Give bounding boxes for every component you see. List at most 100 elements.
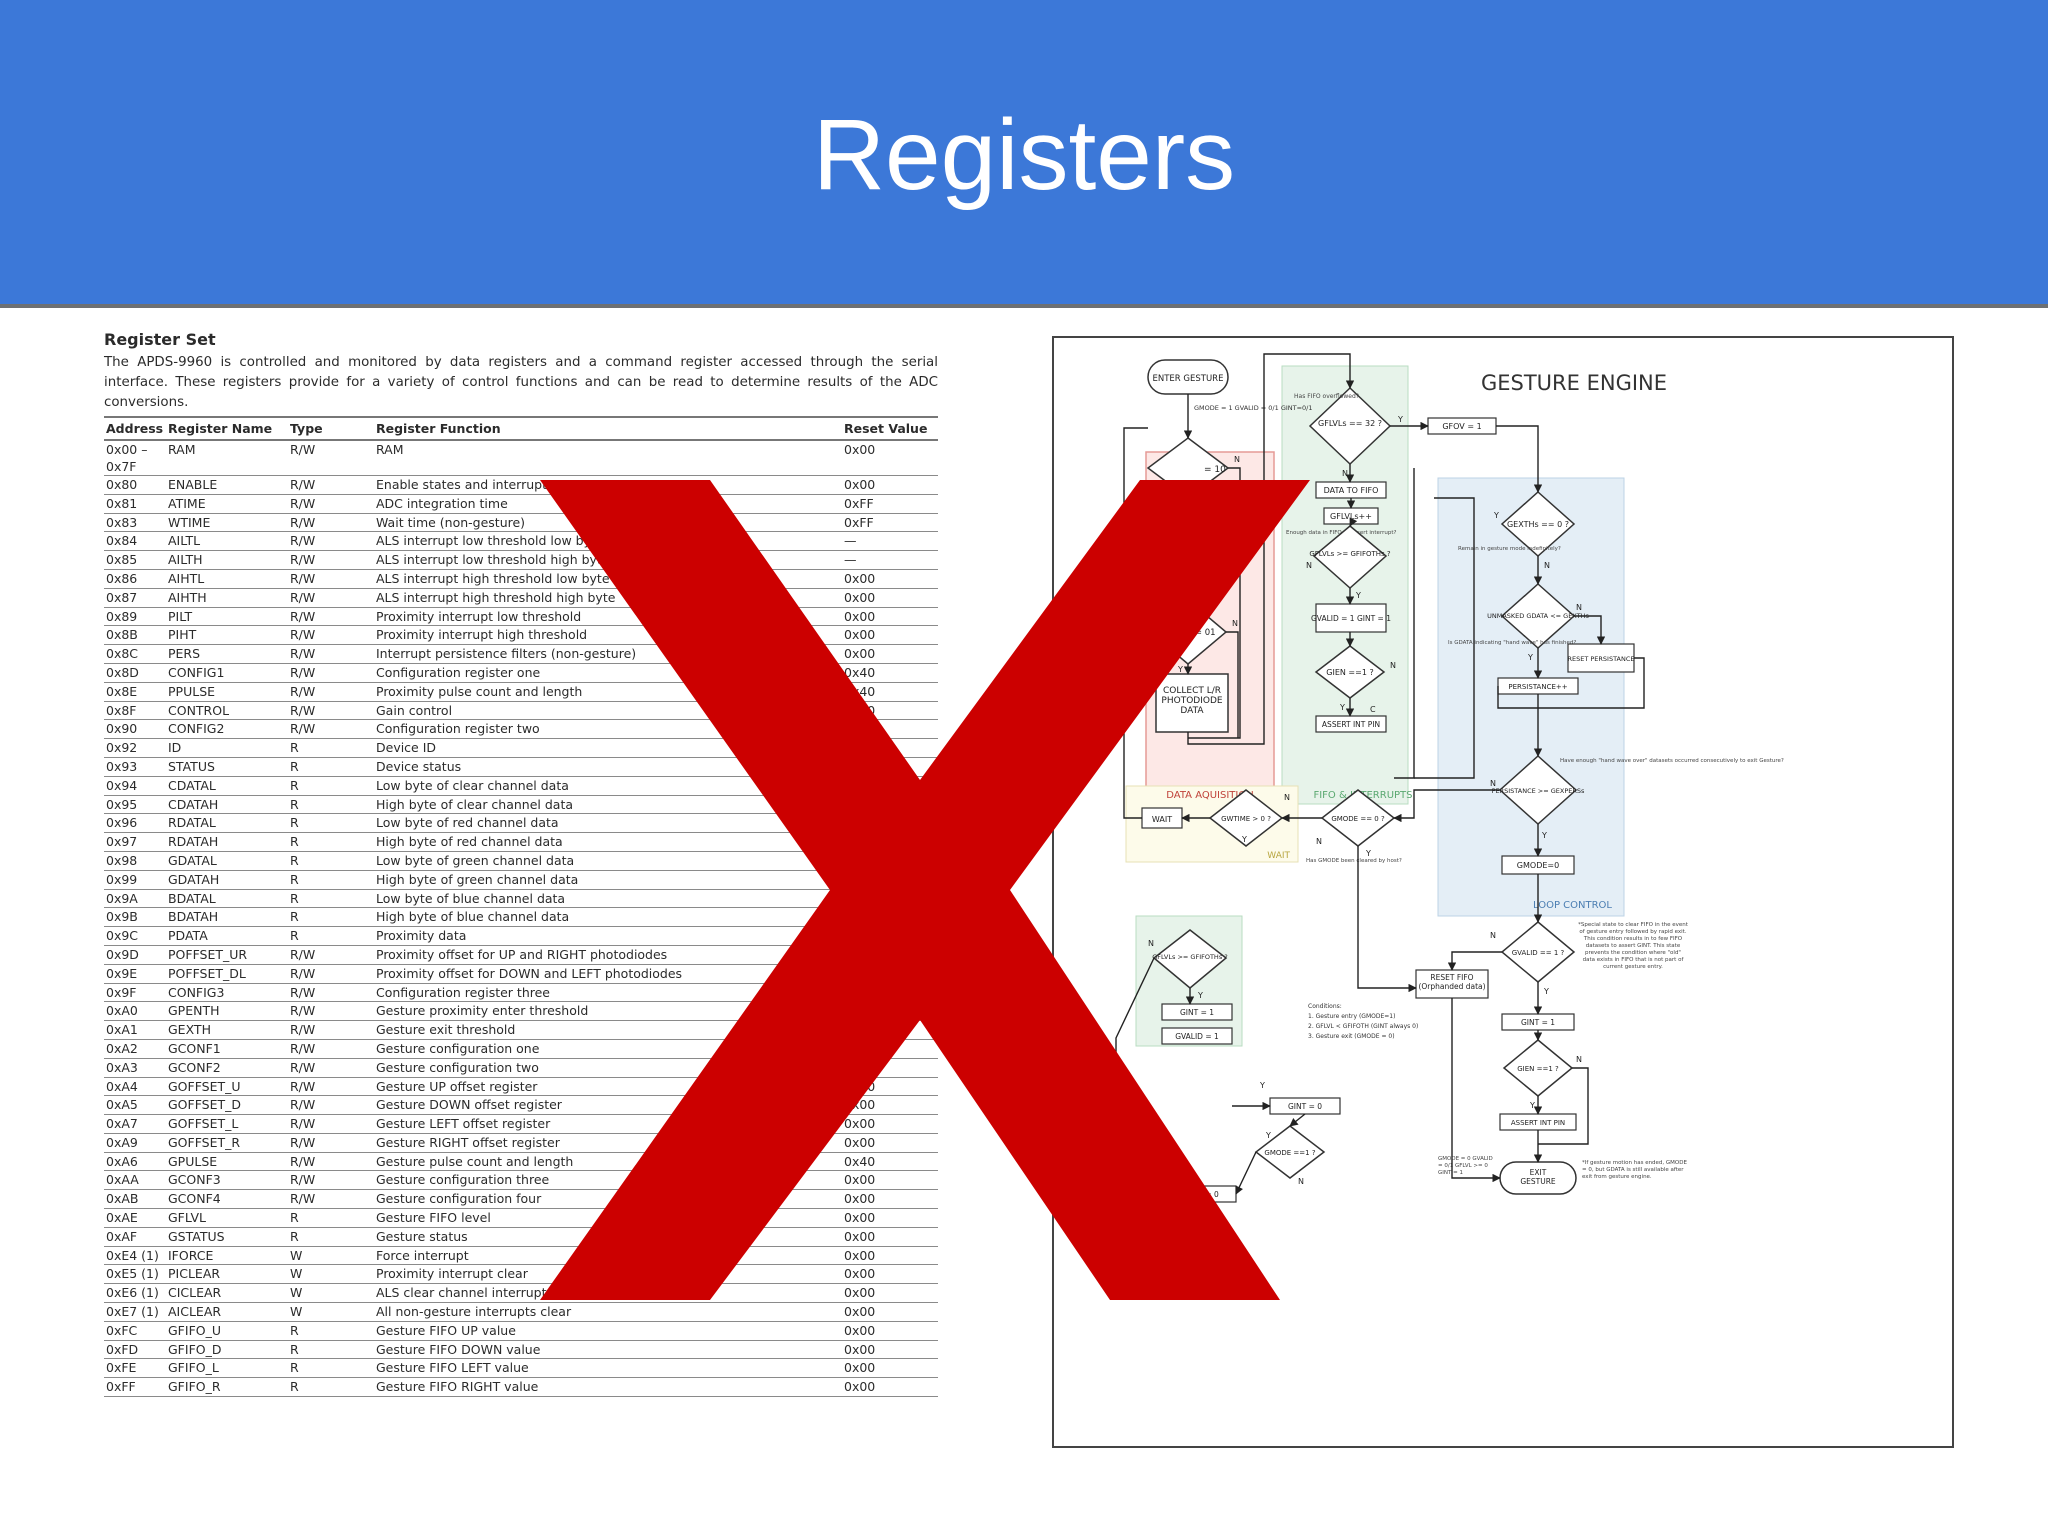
register-address: 0x8D [104,663,166,683]
remain-note: Remain in gesture mode indefinitely? [1458,546,1561,552]
register-reset-value: 0x00 [842,644,938,664]
register-function: ALS interrupt high threshold high byte [374,588,842,608]
register-function: Gesture UP offset register [374,1077,842,1097]
register-type: R/W [288,607,374,627]
register-address: 0x83 [104,513,166,533]
gexths-label: GEXTHs == 0 ? [1507,520,1569,529]
register-type: R/W [288,531,374,552]
svg-text:Y: Y [1527,653,1533,662]
register-reset-value: — [842,550,938,570]
svg-text:N: N [1232,619,1238,628]
register-address: 0xA7 [104,1114,166,1134]
register-function: Gesture configuration one [374,1039,842,1059]
register-address: 0x9E [104,964,166,984]
register-function: ADC integration time [374,494,842,514]
register-name: GDATAL [166,851,288,871]
register-reset-value: 0x00 [842,1170,938,1191]
register-type: R/W [288,1095,374,1116]
register-name: GEXTH [166,1020,288,1040]
register-name: PERS [166,644,288,664]
fifo-overflow-note: Has FIFO overflowed? [1294,393,1359,400]
register-address: 0xAE [104,1208,166,1228]
register-name: GCONF3 [166,1170,288,1191]
register-function: Proximity interrupt high threshold [374,625,842,646]
register-function: High byte of blue channel data [374,907,842,928]
register-address: 0xE7 (1) [104,1302,166,1322]
svg-text:Y: Y [1493,511,1499,520]
flowchart-title: GESTURE ENGINE [1481,371,1667,395]
svg-text:Y: Y [1355,591,1361,600]
register-type: R/W [288,475,374,495]
register-name: STATUS [166,757,288,777]
register-function: Low byte of green channel data [374,851,842,871]
register-reset-value: 0x00 [842,1058,938,1078]
register-type: R [288,1377,374,1398]
register-address: 0xA0 [104,1001,166,1022]
register-reset-value: 0xFF [842,494,938,514]
gvalid-eq1-label: GVALID == 1 ? [1512,949,1565,957]
register-address: 0x9C [104,926,166,946]
gwtime-label: GWTIME > 0 ? [1221,815,1271,823]
register-function: Device ID [374,738,842,758]
register-function: Gesture configuration two [374,1058,842,1078]
register-reset-value: 0x00 [842,813,938,834]
register-function: Wait time (non-gesture) [374,513,842,533]
gdata-note: Is GDATA indicating "hand wave" has fini… [1448,640,1576,646]
gmode0-label: GMODE=0 [1517,861,1559,870]
register-address: 0x89 [104,607,166,627]
enter-gesture-label: ENTER GESTURE [1153,374,1224,384]
gvalid1-b-label: GVALID = 1 [1175,1032,1219,1041]
register-name: POFFSET_DL [166,964,288,984]
register-address: 0xA3 [104,1058,166,1078]
register-address: 0x87 [104,588,166,608]
register-type: R/W [288,1001,374,1022]
register-function: Gesture FIFO RIGHT value [374,1377,842,1398]
register-address: 0x00 – 0x7F [104,440,166,476]
register-address: 0x9B [104,907,166,928]
register-address: 0xA9 [104,1133,166,1153]
register-type: R/W [288,964,374,984]
register-type: R [288,851,374,871]
title-bar: Registers [0,0,2048,308]
register-type: R [288,1358,374,1379]
register-type: R [288,738,374,758]
register-type: R/W [288,1020,374,1040]
svg-text:Y: Y [1365,849,1371,858]
register-type: R/W [288,1039,374,1059]
register-reset-value: 0x00 [842,907,938,928]
register-address: 0x95 [104,795,166,815]
register-function: Gesture LEFT offset register [374,1114,842,1134]
register-type: R/W [288,550,374,570]
register-address: 0x99 [104,870,166,890]
reset-persistance-node [1567,643,1635,673]
register-name: ATIME [166,494,288,514]
svg-text:N: N [1234,455,1240,464]
register-address: 0x96 [104,813,166,834]
register-function: Gesture FIFO UP value [374,1321,842,1341]
register-reset-value: 0x00 [842,588,938,608]
register-function: Proximity interrupt low threshold [374,607,842,627]
register-name: GSTATUS [166,1227,288,1247]
register-reset-value: 0x00 [842,1133,938,1153]
register-function: Proximity interrupt clear [374,1264,842,1285]
register-name: GOFFSET_L [166,1114,288,1134]
register-address: 0xE4 (1) [104,1246,166,1266]
register-address: 0x9F [104,983,166,1003]
column-header: Address [104,416,166,441]
gien-label: GIEN ==1 ? [1326,668,1373,677]
register-type: R/W [288,1189,374,1210]
reset-fifo-label: RESET FIFO (Orphanded data) [1418,973,1486,991]
column-header: Reset Value [842,416,938,441]
